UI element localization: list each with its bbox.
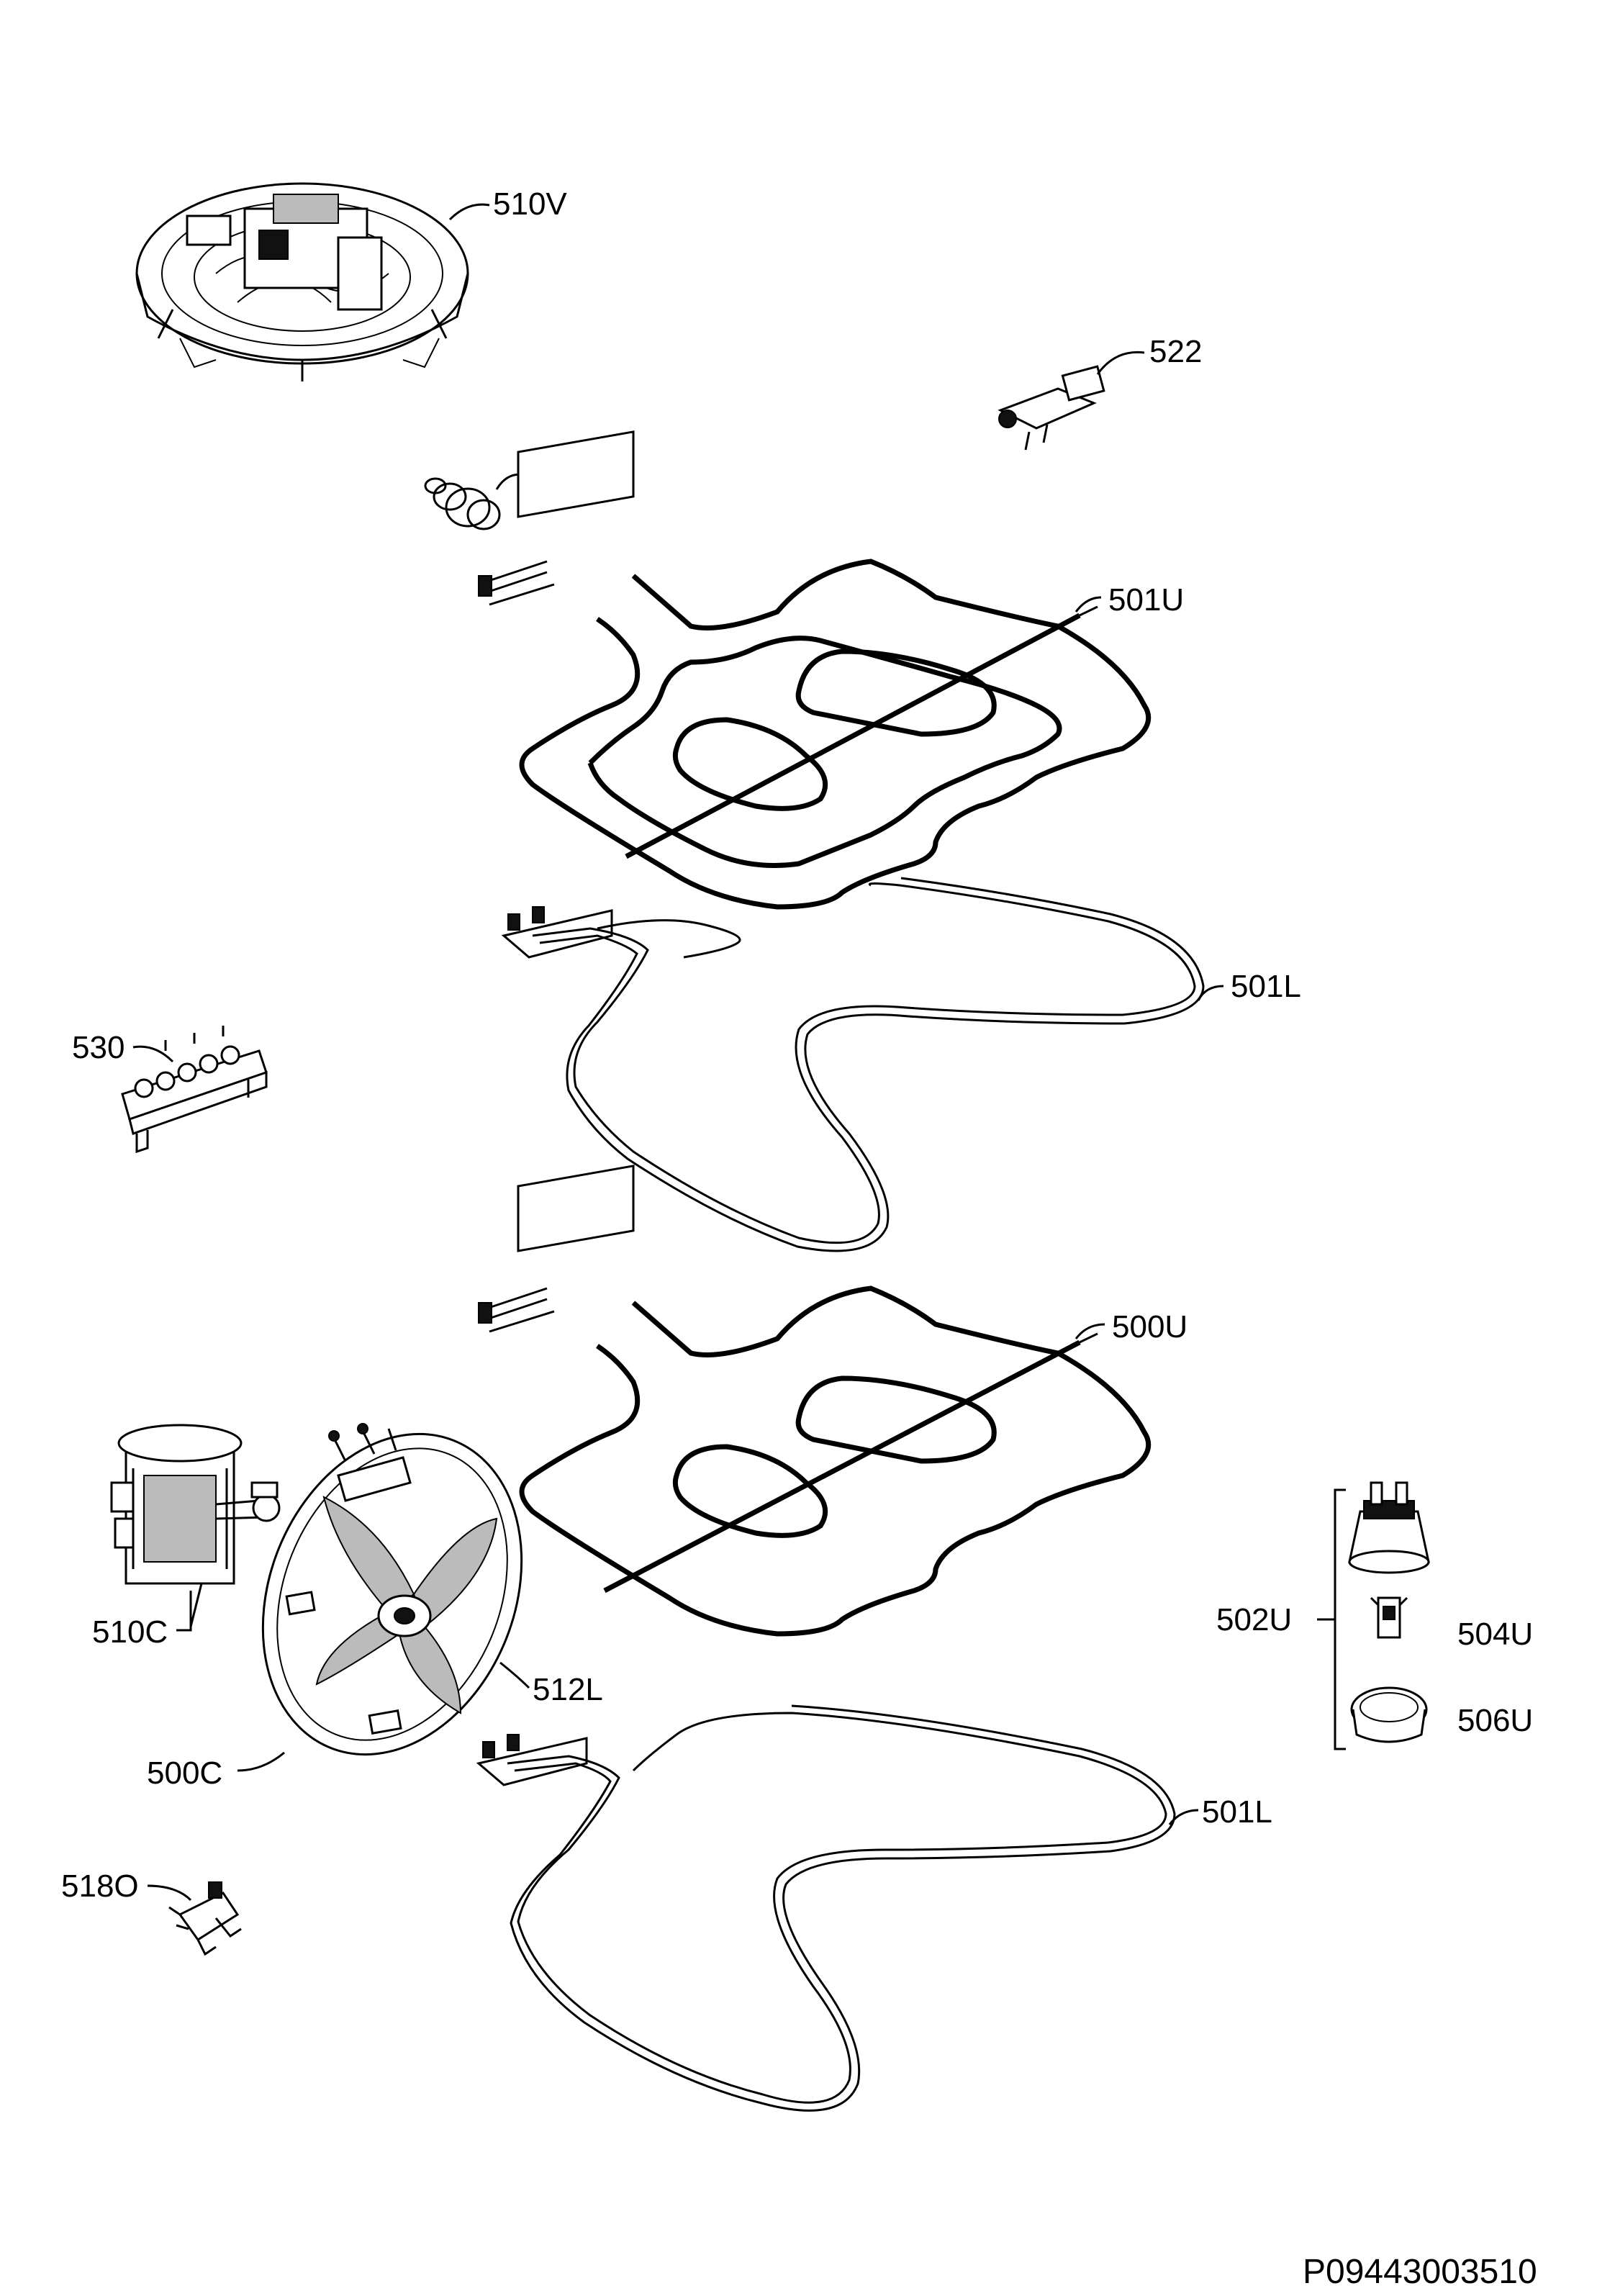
label-502u: 502U (1216, 1602, 1292, 1637)
part-522-connector (998, 365, 1105, 451)
label-522: 522 (1149, 334, 1202, 369)
leader-500u (1075, 1323, 1105, 1339)
label-512l: 512L (533, 1672, 603, 1707)
part-504u-lamp-holder (1348, 1481, 1430, 1639)
leader-501l-top (1197, 985, 1224, 1001)
part-512l-fan-wheel (315, 1496, 498, 1714)
part-501l-lower-element-bottom (476, 1704, 1176, 2112)
part-510c-fan-motor (110, 1424, 281, 1627)
label-501l-top: 501L (1231, 969, 1301, 1004)
part-530-terminal-block (121, 1026, 268, 1154)
leader-510v (448, 203, 490, 221)
leader-501l-bottom (1168, 1809, 1199, 1825)
label-506u: 506U (1457, 1703, 1533, 1738)
leader-501u (1075, 596, 1102, 613)
leader-510c (176, 1591, 192, 1632)
label-530: 530 (72, 1030, 125, 1065)
part-542-spring (424, 477, 501, 530)
drawing-code: P09443003510 (1303, 2253, 1537, 2291)
label-501l-bottom: 501L (1202, 1794, 1272, 1830)
leader-530 (132, 1045, 174, 1063)
part-518o-thermal-cutout (168, 1881, 242, 1956)
leader-522 (1096, 351, 1145, 375)
leader-500c (237, 1751, 285, 1772)
part-500u-grill-element (478, 1165, 1152, 1637)
leader-518o (147, 1884, 192, 1902)
part-502u-bracket (1317, 1488, 1346, 1750)
label-518o: 518O (61, 1868, 139, 1904)
part-501u-grill-element (478, 430, 1152, 910)
label-510v: 510V (493, 186, 567, 222)
part-506u-lamp-cover (1350, 1686, 1428, 1743)
label-510c: 510C (92, 1614, 168, 1650)
part-501l-lower-element-top (501, 877, 1205, 1252)
label-500c: 500C (147, 1755, 222, 1791)
label-501u: 501U (1108, 582, 1184, 618)
label-504u: 504U (1457, 1617, 1533, 1652)
label-500u: 500U (1112, 1309, 1188, 1344)
leader-512l (499, 1661, 530, 1689)
part-510v-fan-motor-assembly (135, 182, 469, 381)
